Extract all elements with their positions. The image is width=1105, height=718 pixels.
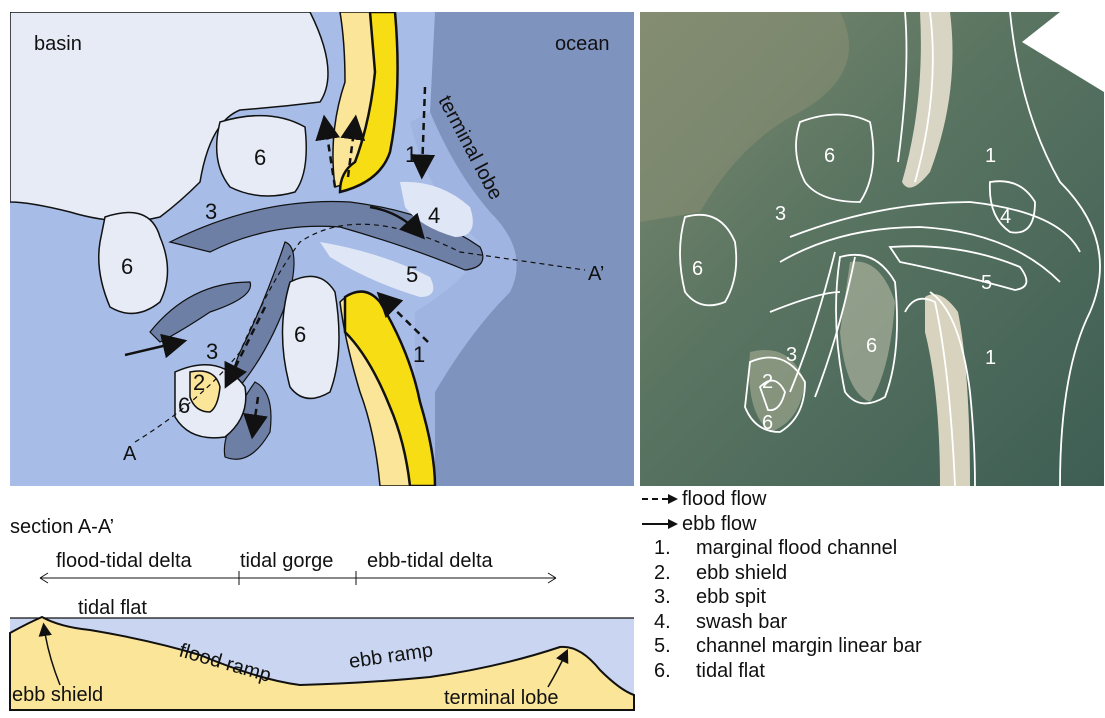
photo-number-3-south: 3: [786, 344, 797, 366]
photo-number-5: 5: [981, 272, 992, 294]
photo-number-1-north: 1: [985, 145, 996, 167]
section-label-a: A: [123, 443, 137, 465]
photo-number-6-west: 6: [692, 258, 703, 280]
section-sediment: [9, 615, 635, 711]
ocean-water: [430, 12, 634, 486]
flood-arrow-southern-channel: [243, 396, 268, 440]
zone-tidal-gorge: tidal gorge: [240, 550, 333, 572]
legend-item: 2. ebb shield: [632, 561, 1102, 586]
legend-item-text: swash bar: [696, 610, 788, 633]
legend-item-text: ebb spit: [696, 586, 767, 608]
map-number-3-south: 3: [206, 339, 218, 364]
photo-number-6-southwest: 6: [762, 412, 773, 434]
tidal-flat-west: [98, 211, 169, 315]
schematic-map: basin ocean terminal lobe A A’ 1 1 2 3 3…: [9, 10, 634, 488]
section-tidal-flat-label: tidal flat: [78, 597, 147, 619]
map-number-3-north: 3: [205, 199, 217, 224]
photo-number-4: 4: [1000, 206, 1011, 228]
legend-item: 1. marginal flood channel: [632, 536, 1102, 561]
swash-bar-shape: [400, 181, 473, 237]
photo-north-barrier: [902, 12, 953, 188]
legend-item-number: 4.: [654, 610, 671, 633]
tidal-flat-north: [215, 114, 307, 197]
section-label-a-prime: A’: [588, 263, 604, 285]
cross-section-svg: section A-A’ flood-tidal delta tidal gor…: [9, 516, 635, 711]
zone-arrow-right: [547, 572, 557, 584]
schematic-map-svg: basin ocean terminal lobe A A’ 1 1 2 3 3…: [9, 10, 634, 488]
legend-item-text: channel margin linear bar: [696, 635, 922, 657]
flood-arrow-west-channel: [224, 306, 267, 389]
nearshore-band: [410, 112, 517, 486]
legend-item-number: 2.: [654, 561, 671, 584]
map-number-5: 5: [406, 262, 418, 287]
photo-basin-marsh: [640, 12, 849, 222]
zone-flood-tidal-delta: flood-tidal delta: [56, 550, 193, 572]
cross-section: section A-A’ flood-tidal delta tidal gor…: [0, 505, 640, 713]
solid-arrow-icon: [642, 518, 678, 529]
channel-spit: [149, 281, 252, 343]
map-number-1-north: 1: [405, 142, 417, 167]
terminal-lobe-pointer: [547, 648, 569, 688]
legend-item-number: 1.: [654, 537, 671, 559]
ebb-arrow-main: [369, 205, 426, 240]
photo-outlines: [679, 11, 1101, 487]
photo-number-3-north: 3: [775, 203, 786, 225]
legend-item: 4. swash bar: [632, 610, 1102, 635]
legend-item-number: 3.: [654, 586, 671, 608]
photo-central-flat: [840, 261, 895, 402]
map-number-1-south: 1: [413, 342, 425, 367]
legend-item-text: marginal flood channel: [696, 537, 898, 559]
section-ebb-shield-label: ebb shield: [12, 684, 103, 706]
map-number-2: 2: [193, 370, 205, 395]
flood-arrow-inlet-2: [340, 114, 366, 178]
ebb-shield-pointer: [38, 622, 61, 686]
legend-ebb-flow: ebb flow: [632, 512, 1102, 537]
map-number-6-west: 6: [121, 254, 133, 279]
ebb-shield-shape: [189, 370, 221, 413]
photo-number-1-south: 1: [985, 347, 996, 369]
legend-flood-flow-label: flood flow: [682, 488, 767, 510]
legend-item: 6. tidal flat: [632, 659, 1102, 684]
flood-arrow-south: [376, 291, 429, 343]
ocean-label: ocean: [555, 33, 610, 55]
legend-item-text: tidal flat: [696, 659, 765, 682]
section-terminal-lobe-label: terminal lobe: [444, 687, 559, 709]
map-number-6-southwest: 6: [178, 393, 190, 418]
legend-flood-flow: flood flow: [632, 487, 1102, 512]
aerial-photo-svg: 1 1 2 3 3 4 5 6 6 6 6: [640, 11, 1104, 487]
photo-southwest-flat: [749, 350, 805, 432]
tidal-flat-central: [281, 275, 340, 400]
photo-number-2: 2: [762, 371, 773, 393]
legend-item: 3. ebb spit: [632, 585, 1102, 610]
section-line: [134, 223, 586, 443]
zone-ebb-tidal-delta: ebb-tidal delta: [367, 550, 494, 572]
legend-ebb-flow-label: ebb flow: [682, 512, 757, 535]
section-title: section A-A’: [10, 516, 114, 538]
flood-arrow-north: [410, 86, 436, 180]
basin-flat: [9, 11, 329, 222]
photo-number-6-central: 6: [866, 335, 877, 357]
ebb-arrow-spit: [124, 333, 188, 359]
basin-label: basin: [34, 33, 82, 55]
flood-arrow-inlet-1: [315, 114, 341, 188]
map-number-6-north: 6: [254, 145, 266, 170]
photo-number-6-north: 6: [824, 145, 835, 167]
map-number-6-central: 6: [294, 322, 306, 347]
map-number-4: 4: [428, 203, 440, 228]
legend: flood flow ebb flow 1. marginal flood cha…: [632, 487, 1102, 683]
dashed-arrow-icon: [642, 494, 678, 504]
legend-item-number: 5.: [654, 635, 671, 657]
zone-arrow-left: [39, 572, 49, 584]
aerial-photo: 1 1 2 3 3 4 5 6 6 6 6: [640, 11, 1104, 487]
legend-item-text: ebb shield: [696, 561, 788, 584]
linear-bar-shape: [320, 242, 434, 297]
legend-item: 5. channel margin linear bar: [632, 634, 1102, 659]
legend-item-number: 6.: [654, 659, 671, 682]
